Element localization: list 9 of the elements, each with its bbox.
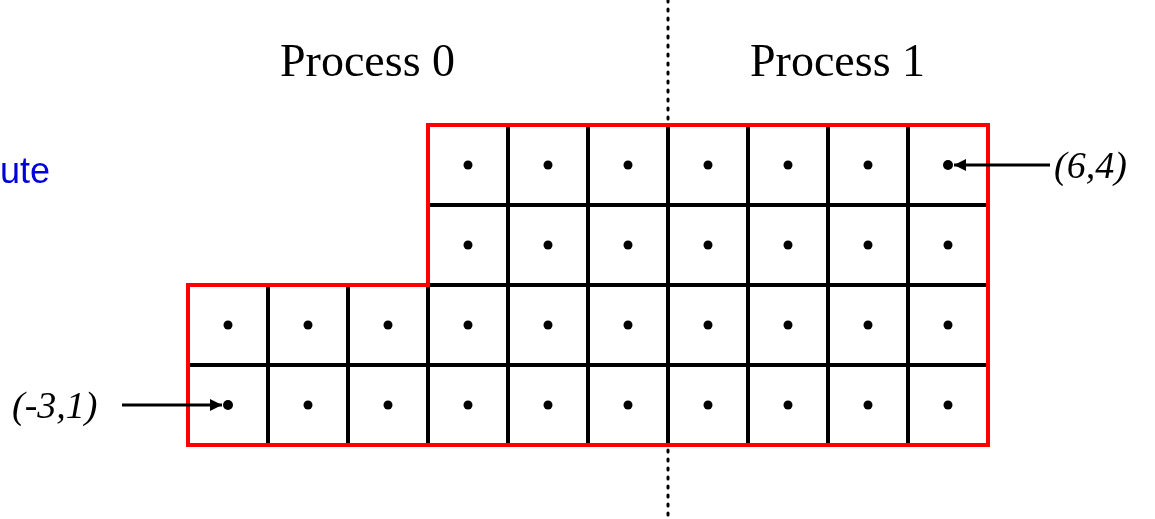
column-heading: Process 0: [280, 38, 456, 84]
grid-point: [943, 160, 953, 170]
arrow: [954, 159, 1050, 171]
grid-point: [223, 400, 233, 410]
arrow: [122, 399, 222, 411]
column-heading: Process 1: [750, 38, 926, 84]
coordinate-label: (6,4): [1054, 146, 1127, 184]
partial-text: ute: [0, 153, 51, 189]
coordinate-label: (-3,1): [12, 386, 98, 424]
